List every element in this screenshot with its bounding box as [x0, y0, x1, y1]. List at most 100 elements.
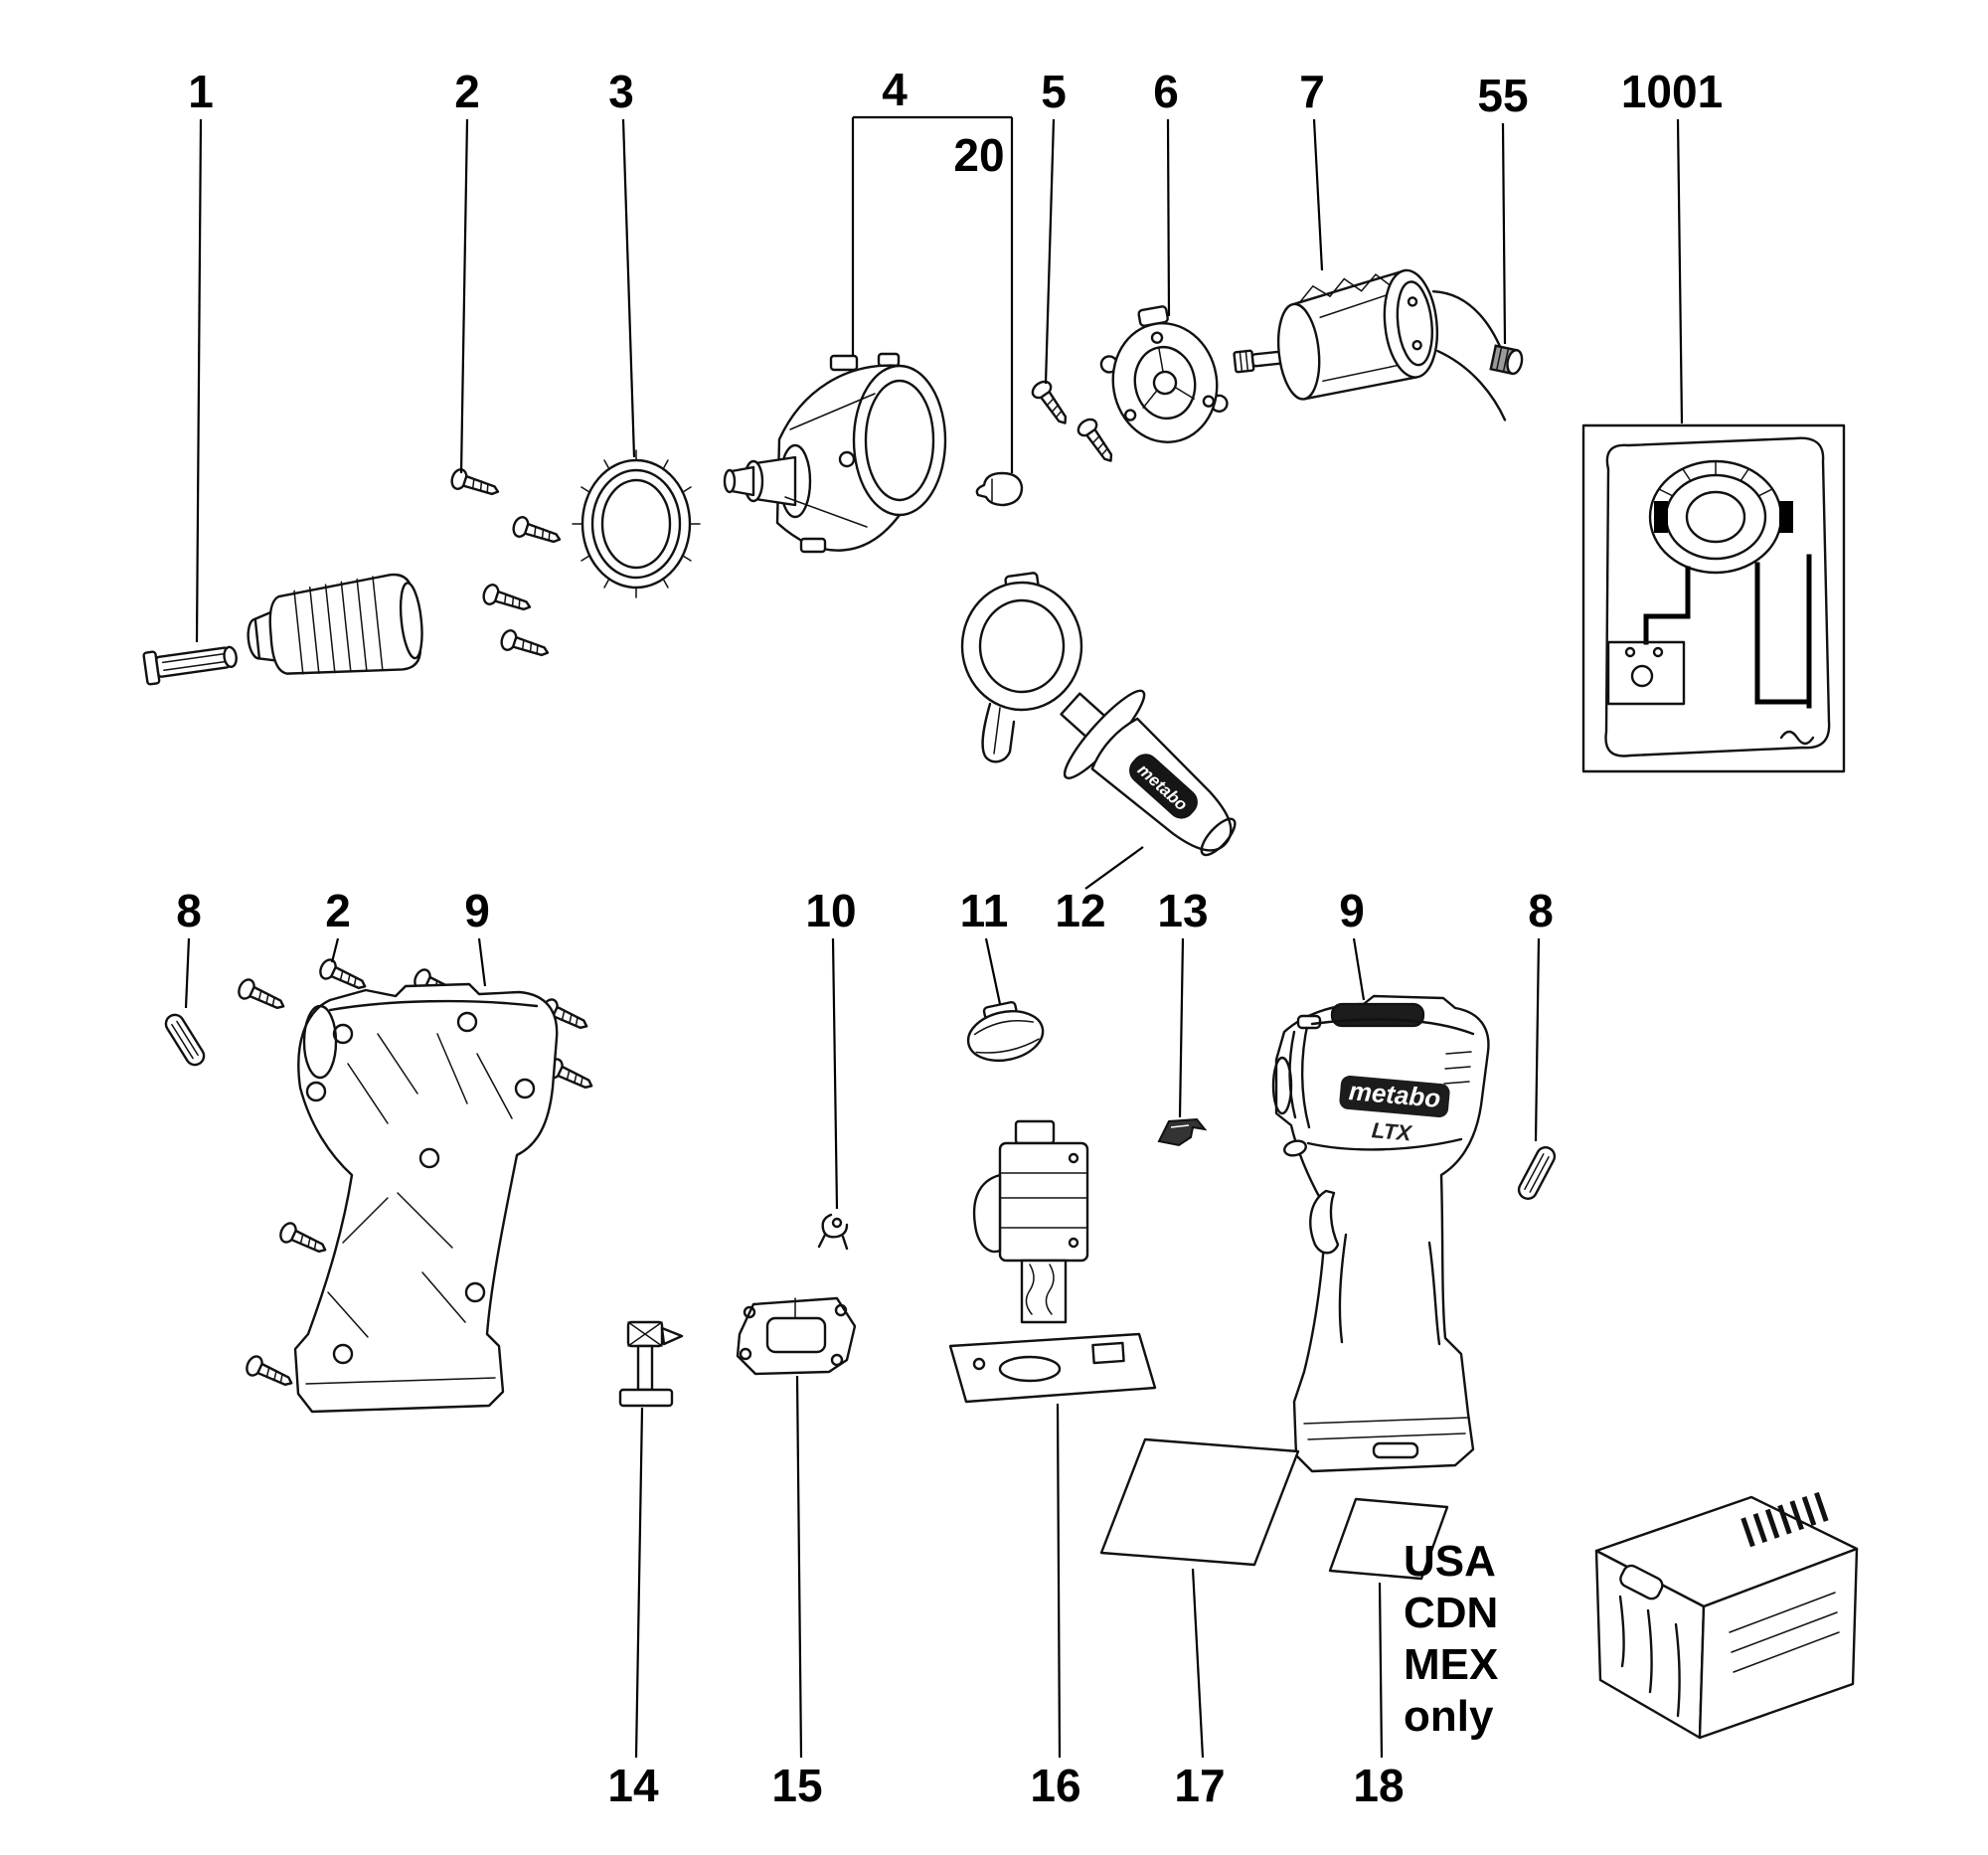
callout-label: 8: [176, 885, 202, 936]
callout-13: 13: [1157, 885, 1209, 1118]
body-model-text: LTX: [1371, 1117, 1413, 1145]
callout-label: 1: [188, 66, 214, 117]
leader-line: [795, 1375, 803, 1759]
leader-line: [459, 118, 469, 474]
callout-18: 18: [1353, 1582, 1405, 1811]
region-note: USA CDN MEX only: [1404, 1537, 1498, 1741]
callout-label: 14: [607, 1760, 659, 1811]
part-16-switch: [948, 1119, 1157, 1404]
leader-line: [634, 1407, 644, 1759]
region-note-line-4: only: [1404, 1692, 1494, 1741]
leader-line: [195, 118, 203, 643]
callout-label: 8: [1528, 885, 1554, 936]
callout-label: 55: [1477, 70, 1528, 121]
region-note-line-1: USA: [1404, 1537, 1496, 1586]
callout-label: 1001: [1621, 66, 1723, 117]
callout-12: 12: [1055, 846, 1144, 936]
leader-line: [1191, 1568, 1205, 1759]
part-1001-electronics-kit: [1581, 423, 1846, 773]
callout-20: 20: [953, 117, 1014, 473]
screw: [243, 1352, 297, 1394]
part-7-motor: [1233, 268, 1507, 422]
callout-label: 5: [1041, 66, 1067, 117]
part-6-bearing-plate: [1099, 305, 1229, 443]
screw: [498, 627, 553, 664]
callout-label: 7: [1299, 66, 1325, 117]
callout-10: 10: [805, 885, 857, 1210]
screw: [316, 955, 371, 997]
leader-line: [1056, 1403, 1062, 1759]
screw: [510, 514, 565, 551]
battery-latch: [1619, 1564, 1664, 1601]
callout-9-right: 9: [1339, 885, 1366, 1001]
callout-label: 13: [1157, 885, 1208, 936]
callout-9-left: 9: [464, 885, 490, 987]
callout-label: 18: [1353, 1760, 1404, 1811]
part-18-label: [1328, 1497, 1449, 1581]
callout-55: 55: [1477, 70, 1529, 345]
callout-2-top: 2: [454, 66, 480, 474]
part-55-cap: [1489, 344, 1524, 376]
callout-16: 16: [1030, 1403, 1081, 1811]
leader-line: [1044, 118, 1056, 385]
callout-label: 15: [771, 1760, 822, 1811]
leader-line: [1676, 118, 1684, 424]
leader-line: [1534, 937, 1541, 1142]
callout-7: 7: [1299, 66, 1325, 271]
leader-line: [831, 937, 839, 1210]
part-12-side-handle: metabo: [960, 572, 1237, 857]
screw: [235, 975, 289, 1017]
screw: [276, 1219, 331, 1261]
callout-4: 4: [851, 64, 1012, 356]
side-handle-grip: metabo: [1060, 689, 1237, 857]
part-3-torque-ring: [572, 449, 701, 598]
screw: [1074, 415, 1120, 468]
callout-11: 11: [960, 885, 1009, 1005]
leader-line: [1178, 937, 1185, 1118]
leader-line: [984, 937, 1002, 1005]
callout-label: 12: [1055, 885, 1105, 936]
callout-label: 6: [1153, 66, 1179, 117]
callout-label: 17: [1174, 1760, 1225, 1811]
body-logo-group: metabo LTX: [1339, 1076, 1450, 1146]
screw: [448, 466, 503, 503]
callout-1: 1: [188, 66, 214, 643]
part-15-bracket: [736, 1296, 857, 1376]
screw: [1028, 377, 1075, 430]
callout-label: 2: [325, 885, 351, 936]
part-13-clip: [1157, 1117, 1208, 1147]
part-17-label: [1099, 1437, 1300, 1567]
callout-1001: 1001: [1621, 66, 1723, 424]
part-8-cap-left: [161, 1010, 209, 1070]
part-9-housing-half: [293, 982, 559, 1414]
callout-label: 9: [1339, 885, 1365, 936]
callout-label: 11: [960, 885, 1009, 936]
callout-8-left: 8: [176, 885, 202, 1009]
leader-line: [330, 937, 340, 963]
leader-line: [1501, 122, 1507, 345]
leader-line: [1312, 118, 1324, 271]
callout-label: 2: [454, 66, 480, 117]
leader-line: [1166, 118, 1171, 317]
callout-14: 14: [607, 1407, 659, 1811]
callout-2-mid: 2: [325, 885, 351, 963]
callout-8-right: 8: [1528, 885, 1554, 1142]
screw: [480, 582, 535, 618]
part-4-gearbox: [723, 352, 947, 554]
callout-label: 16: [1030, 1760, 1080, 1811]
callout-label: 9: [464, 885, 490, 936]
callout-label: 10: [805, 885, 856, 936]
callout-15: 15: [771, 1375, 823, 1811]
region-note-line-2: CDN: [1404, 1589, 1498, 1637]
leader-line: [1378, 1582, 1384, 1759]
part-11-button: [966, 1000, 1045, 1063]
callout-label: 20: [953, 129, 1004, 181]
part-9-drill-body: metabo LTX: [1271, 994, 1490, 1473]
parts-layer: metabo: [142, 268, 1859, 1740]
leader-line: [621, 118, 636, 458]
callout-5: 5: [1041, 66, 1067, 385]
part-14-holder: [618, 1320, 684, 1408]
part-1-pin: [142, 645, 238, 686]
